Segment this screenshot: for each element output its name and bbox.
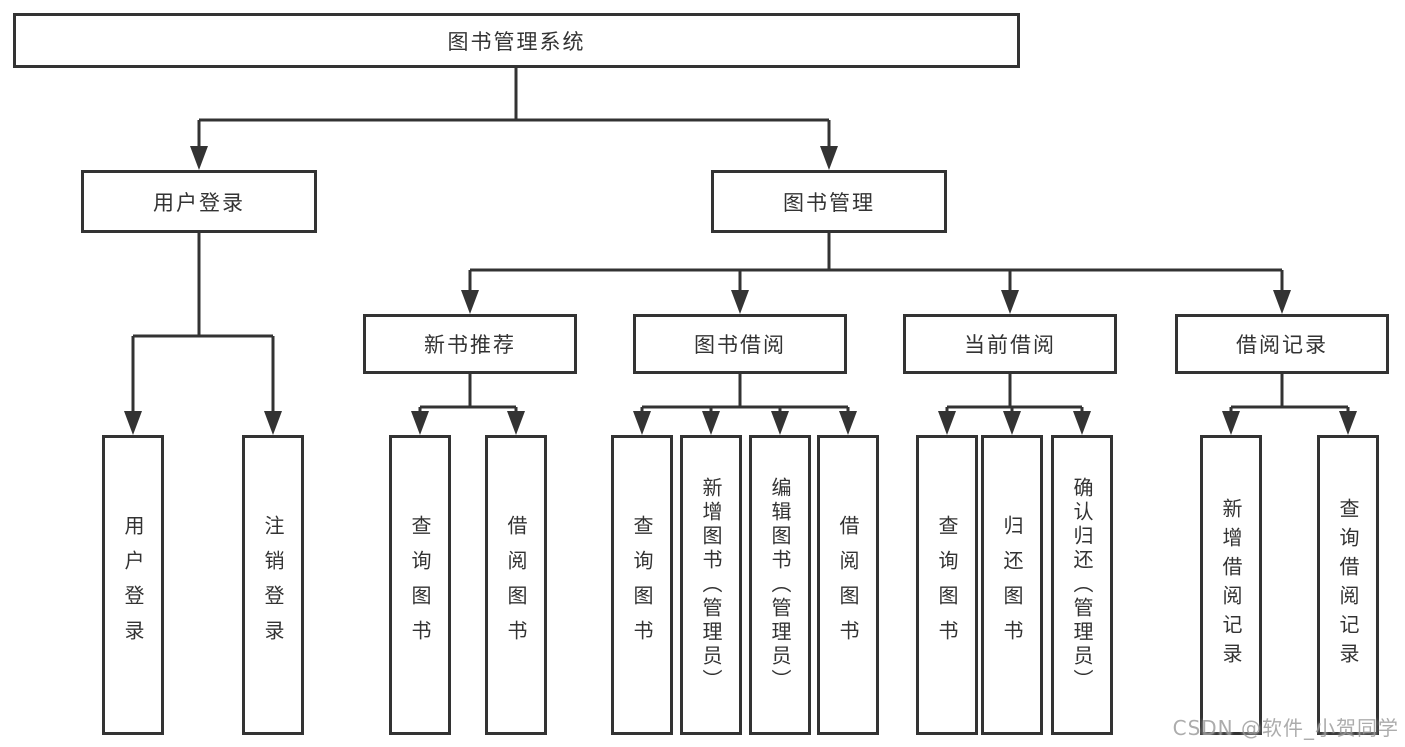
watermark: CSDN @软件_小贺同学: [1172, 716, 1399, 740]
leaf-return-book-label: 归还图书: [1000, 515, 1024, 655]
node-new-book-recommend: 新书推荐: [363, 314, 577, 374]
node-book-management: 图书管理: [711, 170, 947, 233]
leaf-confirm-return-admin-label: 确认归还（管理员）: [1070, 477, 1094, 693]
leaf-query-books-borrow-label: 查询图书: [630, 515, 654, 655]
node-user-login-label: 用户登录: [153, 190, 245, 215]
connector-book-management-children: [461, 233, 1291, 314]
leaf-edit-book-admin: 编辑图书（管理员）: [749, 435, 811, 735]
node-book-borrow-label: 图书借阅: [694, 333, 786, 357]
leaf-query-books-current: 查询图书: [916, 435, 978, 735]
connector-new-book-children: [411, 374, 525, 435]
node-book-management-label: 图书管理: [783, 190, 875, 215]
leaf-borrow-books-recommend-label: 借阅图书: [504, 515, 528, 655]
leaf-return-book: 归还图书: [981, 435, 1043, 735]
leaf-borrow-books-recommend: 借阅图书: [485, 435, 547, 735]
node-user-login: 用户登录: [81, 170, 317, 233]
leaf-add-book-admin: 新增图书（管理员）: [680, 435, 742, 735]
node-root: 图书管理系统: [13, 13, 1020, 68]
leaf-query-books-current-label: 查询图书: [935, 515, 959, 655]
node-root-label: 图书管理系统: [447, 29, 586, 54]
leaf-logout-label: 注销登录: [261, 515, 285, 655]
connector-current-borrow-children: [938, 374, 1091, 435]
connector-root-to-level2: [190, 68, 838, 170]
node-new-book-recommend-label: 新书推荐: [424, 333, 516, 357]
node-book-borrow: 图书借阅: [633, 314, 847, 374]
leaf-query-books-recommend-label: 查询图书: [408, 515, 432, 655]
connector-borrow-record-children: [1222, 374, 1357, 435]
node-current-borrow: 当前借阅: [903, 314, 1117, 374]
connector-book-borrow-children: [633, 374, 857, 435]
leaf-edit-book-admin-label: 编辑图书（管理员）: [768, 477, 792, 693]
leaf-borrow-books: 借阅图书: [817, 435, 879, 735]
leaf-logout: 注销登录: [242, 435, 304, 735]
node-borrow-records: 借阅记录: [1175, 314, 1389, 374]
leaf-user-login-label: 用户登录: [121, 515, 145, 655]
node-current-borrow-label: 当前借阅: [964, 333, 1056, 357]
leaf-query-borrow-record-label: 查询借阅记录: [1336, 498, 1360, 672]
leaf-borrow-books-label: 借阅图书: [836, 515, 860, 655]
leaf-query-books-recommend: 查询图书: [389, 435, 451, 735]
leaf-user-login: 用户登录: [102, 435, 164, 735]
node-borrow-records-label: 借阅记录: [1236, 333, 1328, 357]
leaf-add-borrow-record: 新增借阅记录: [1200, 435, 1262, 735]
leaf-query-borrow-record: 查询借阅记录: [1317, 435, 1379, 735]
leaf-add-book-admin-label: 新增图书（管理员）: [699, 477, 723, 693]
connector-user-login-children: [124, 233, 282, 435]
leaf-query-books-borrow: 查询图书: [611, 435, 673, 735]
leaf-confirm-return-admin: 确认归还（管理员）: [1051, 435, 1113, 735]
leaf-add-borrow-record-label: 新增借阅记录: [1219, 498, 1243, 672]
